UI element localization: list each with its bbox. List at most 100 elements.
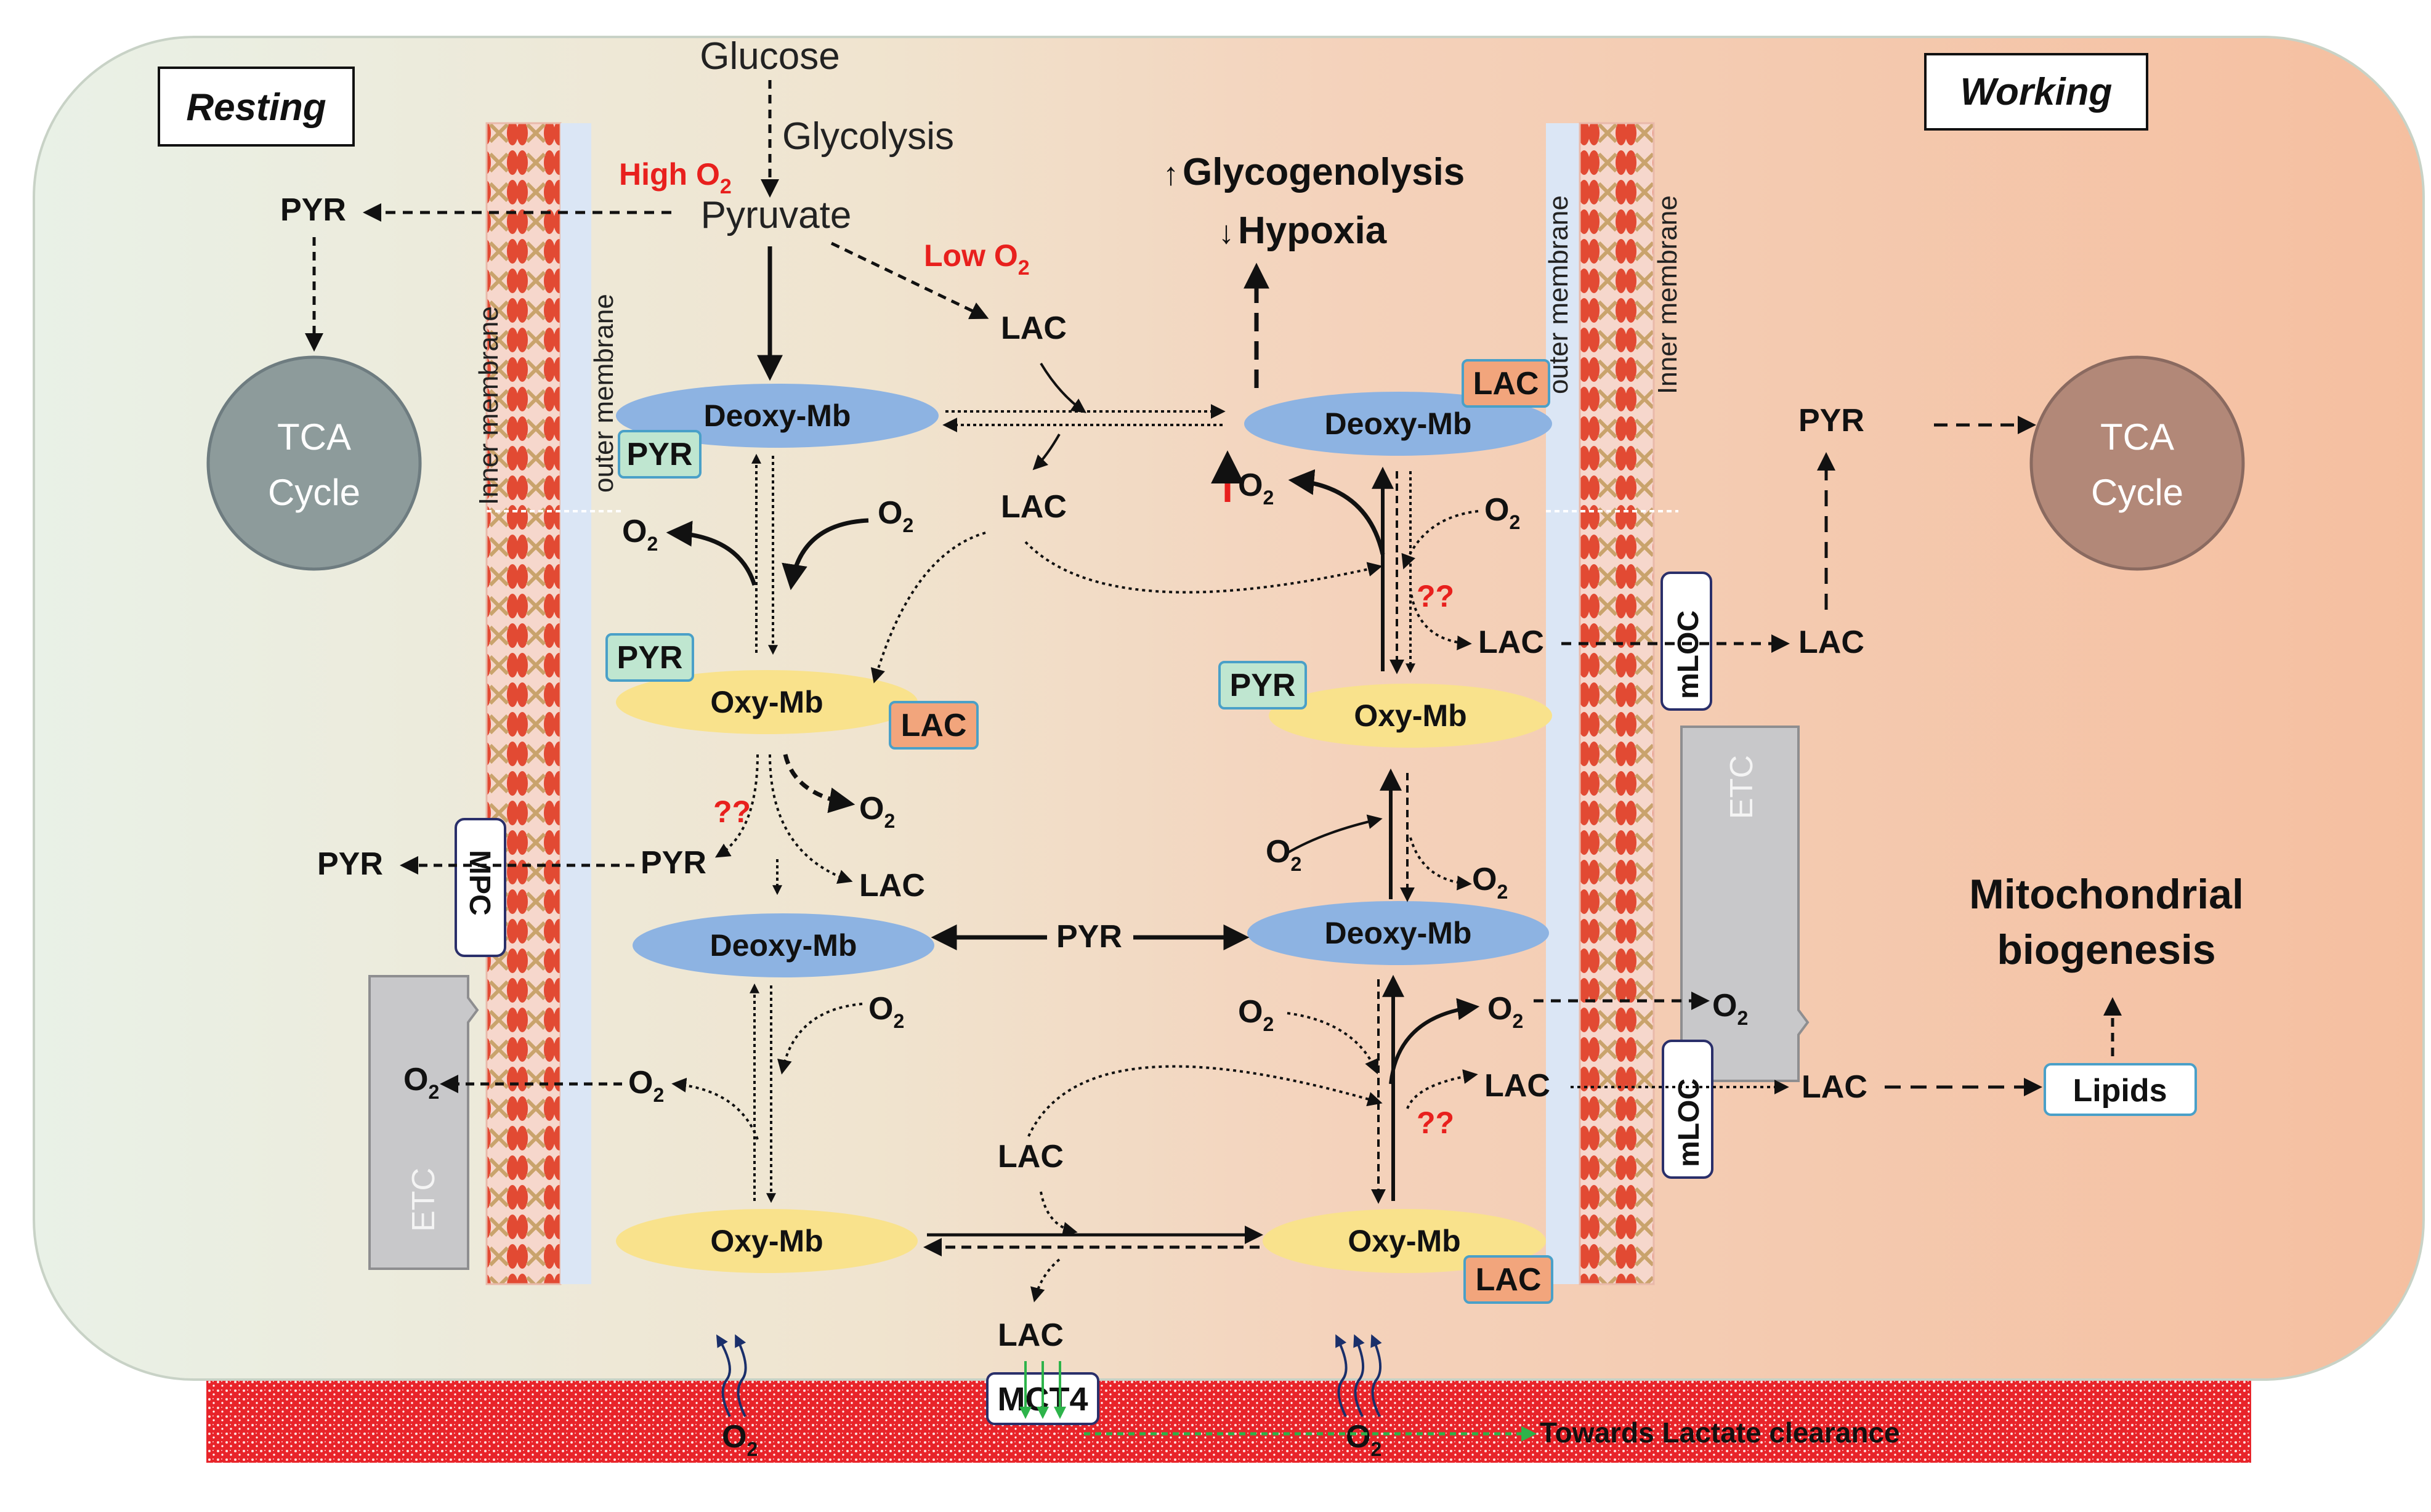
svg-text:Cycle: Cycle xyxy=(268,472,360,513)
qq-right-upper: ?? xyxy=(1417,579,1454,613)
lac-label-bottom-center: LAC xyxy=(998,1139,1064,1174)
left-inner-membrane-label: Inner membrane xyxy=(474,306,504,505)
svg-text:mLOC: mLOC xyxy=(1672,610,1705,699)
right-inner-membrane-label: Inner membrane xyxy=(1652,195,1683,394)
right-membrane: outer membrane Inner membrane xyxy=(1543,122,1683,1285)
pyr-label-mpc: PYR xyxy=(641,845,706,881)
mpc-transporter: MPC xyxy=(455,818,506,957)
svg-text:TCA: TCA xyxy=(277,416,351,458)
mloc-transporter-upper: mLOC xyxy=(1660,572,1712,711)
pyr-tag-2: PYR xyxy=(605,633,694,682)
svg-text:O2: O2 xyxy=(628,1065,664,1106)
svg-text:Cycle: Cycle xyxy=(2091,472,2183,513)
svg-text:Hypoxia: Hypoxia xyxy=(1238,209,1387,252)
low-o2-label: Low O2 xyxy=(924,238,1030,280)
svg-text:LAC: LAC xyxy=(901,708,967,743)
svg-text:O2: O2 xyxy=(1346,1419,1381,1460)
hypoxia-label: ↓ Hypoxia xyxy=(1218,209,1387,252)
lac-label-mid: LAC xyxy=(1001,489,1067,525)
pyr-label-working: PYR xyxy=(1798,403,1864,439)
svg-text:Deoxy-Mb: Deoxy-Mb xyxy=(704,398,851,433)
pyr-tag-1: PYR xyxy=(618,430,702,479)
svg-text:O2: O2 xyxy=(868,991,904,1032)
lac-label-mct: LAC xyxy=(998,1317,1064,1353)
svg-text:O2: O2 xyxy=(1487,991,1523,1032)
mito-biogenesis-line2: biogenesis xyxy=(1997,926,2215,973)
svg-text:Lipids: Lipids xyxy=(2073,1073,2167,1109)
svg-text:mLOC: mLOC xyxy=(1673,1078,1705,1167)
mito-biogenesis-line1: Mitochondrial xyxy=(1969,871,2244,918)
lac-label-working-lower: LAC xyxy=(1484,1068,1550,1104)
svg-text:ETC: ETC xyxy=(1724,755,1760,819)
svg-text:Deoxy-Mb: Deoxy-Mb xyxy=(1325,916,1472,950)
svg-text:O2: O2 xyxy=(1472,862,1508,903)
svg-text:O2: O2 xyxy=(622,514,658,555)
tca-cycle-working: TCA Cycle xyxy=(2029,355,2245,571)
lipids-box: Lipids xyxy=(2044,1063,2197,1116)
lac-tag-3: LAC xyxy=(1463,1255,1553,1304)
glycolysis-label: Glycolysis xyxy=(782,115,954,158)
glycogenolysis-label: ↑ Glycogenolysis xyxy=(1163,151,1465,193)
svg-text:LAC: LAC xyxy=(1476,1262,1542,1298)
resting-label: Resting xyxy=(186,86,326,129)
deoxy-mb-working-lower: Deoxy-Mb xyxy=(1247,901,1549,965)
lac-label-mloc-lower: LAC xyxy=(1802,1069,1867,1105)
o2-diffusion-arrows xyxy=(716,1334,1382,1417)
svg-text:PYR: PYR xyxy=(1230,668,1296,703)
svg-text:Oxy-Mb: Oxy-Mb xyxy=(1348,1224,1460,1258)
deoxy-mb-resting-lower: Deoxy-Mb xyxy=(633,913,934,977)
o2-labels: O2 O2 O2 O2 O2 O2 O2 O2 O2 O2 O2 O2 O2 O… xyxy=(403,467,1748,1460)
qq-right-lower: ?? xyxy=(1417,1106,1454,1140)
lac-label-resting: LAC xyxy=(859,868,925,904)
svg-text:O2: O2 xyxy=(878,495,913,536)
high-o2-label: High O2 xyxy=(619,157,732,198)
svg-text:ETC: ETC xyxy=(406,1168,442,1232)
svg-text:Deoxy-Mb: Deoxy-Mb xyxy=(1325,406,1472,441)
oxy-mb-working-upper: Oxy-Mb xyxy=(1269,684,1552,748)
lac-tag-1: LAC xyxy=(889,701,979,750)
pyr-label-center: PYR xyxy=(1056,919,1122,955)
pyr-tag-3: PYR xyxy=(1218,661,1307,710)
oxy-mb-resting-lower: Oxy-Mb xyxy=(616,1209,918,1273)
svg-text:TCA: TCA xyxy=(2100,416,2174,458)
pyr-label-cyto-left: PYR xyxy=(280,192,346,228)
working-label-box xyxy=(1924,53,2148,131)
working-label: Working xyxy=(1960,71,2113,113)
svg-text:Oxy-Mb: Oxy-Mb xyxy=(710,685,823,719)
svg-text:Glycogenolysis: Glycogenolysis xyxy=(1183,151,1465,193)
svg-text:MPC: MPC xyxy=(463,850,496,916)
svg-text:↓: ↓ xyxy=(1218,215,1234,251)
mloc-transporter-lower: mLOC xyxy=(1662,1040,1713,1179)
svg-text:Oxy-Mb: Oxy-Mb xyxy=(1354,698,1466,733)
svg-text:O2: O2 xyxy=(1712,988,1748,1029)
svg-text:Deoxy-Mb: Deoxy-Mb xyxy=(710,928,857,963)
svg-text:LAC: LAC xyxy=(1473,366,1539,402)
svg-text:↑: ↑ xyxy=(1163,156,1179,192)
arrows xyxy=(305,80,2122,1303)
left-membrane: Inner membrane outer membrane xyxy=(474,122,622,1285)
lac-tag-2: LAC xyxy=(1462,359,1550,408)
mct4-flow-arrows xyxy=(1019,1361,1537,1442)
pyruvate-label: Pyruvate xyxy=(701,194,852,237)
glucose-label: Glucose xyxy=(700,35,839,78)
oxy-mb-resting-upper: Oxy-Mb xyxy=(616,670,918,734)
svg-text:O2: O2 xyxy=(859,791,895,832)
qq-left: ?? xyxy=(713,794,751,829)
svg-text:O2: O2 xyxy=(1266,834,1301,875)
svg-text:Oxy-Mb: Oxy-Mb xyxy=(710,1224,823,1258)
svg-text:O2: O2 xyxy=(1238,994,1274,1035)
towards-lactate-clearance: Towards Lactate clearance xyxy=(1540,1417,1900,1449)
svg-text:O2: O2 xyxy=(1484,492,1520,533)
etc-box-left: ETC xyxy=(368,975,479,1270)
svg-text:O2: O2 xyxy=(722,1419,758,1460)
lac-label-mloc-upper: LAC xyxy=(1798,625,1864,660)
left-outer-membrane-label: outer membrane xyxy=(589,294,619,493)
svg-text:PYR: PYR xyxy=(627,437,693,472)
svg-text:O2: O2 xyxy=(403,1062,439,1103)
resting-label-box xyxy=(158,67,355,147)
free-labels: PYR LAC LAC PYR PYR LAC PYR LAC LAC LAC … xyxy=(280,192,1867,1353)
pyr-label-left-mpc: PYR xyxy=(317,846,383,882)
lac-label-top: LAC xyxy=(1001,310,1067,346)
lac-label-working-upper: LAC xyxy=(1478,625,1544,660)
